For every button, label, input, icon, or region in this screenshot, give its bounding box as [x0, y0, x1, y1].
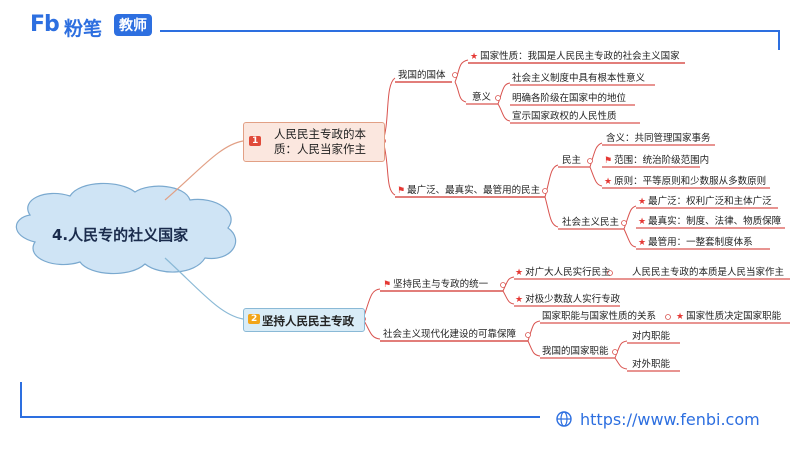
node-yiyi-item-1[interactable]: 社会主义制度中具有根本性意义: [512, 73, 646, 84]
branch-1-node[interactable]: 1 人民民主专政的本 质：人民当家作主: [243, 122, 385, 162]
flag-icon: ⚑: [383, 280, 392, 290]
node-essence[interactable]: 人民民主专政的本质是人民当家作主: [632, 267, 785, 278]
branch-2-label: 坚持人民民主专政: [262, 314, 354, 328]
root-topic[interactable]: 4.人民专的社义国家: [52, 226, 189, 244]
branch-1-label-line1: 人民民主专政的本: [274, 127, 366, 141]
star-icon: ★: [604, 177, 613, 187]
logo-mark: Fb: [30, 12, 60, 37]
node-unity[interactable]: ⚑坚持民主与专政的统一: [383, 279, 489, 290]
node-minzhu-item-2[interactable]: ⚑范围：统治阶级范围内: [604, 155, 710, 166]
footer-url[interactable]: https://www.fenbi.com: [580, 410, 760, 429]
node-yiyi[interactable]: 意义: [472, 92, 492, 103]
logo-badge: 教师: [114, 14, 152, 36]
branch-1-label-line2: 质：人民当家作主: [274, 142, 366, 156]
star-icon: ★: [638, 217, 647, 227]
node-socialist-item-2[interactable]: ★最真实：制度、法律、物质保障: [638, 216, 782, 227]
root-cloud-shape: [15, 182, 237, 275]
node-function-external[interactable]: 对外职能: [632, 359, 671, 370]
star-icon: ★: [638, 238, 647, 248]
node-unity-item-1[interactable]: ★对广大人民实行民主: [515, 267, 611, 278]
node-socialist[interactable]: 社会主义民主: [562, 217, 620, 228]
frame-top-line: [160, 30, 780, 32]
star-icon: ★: [676, 312, 685, 322]
node-minzhu-item-3[interactable]: ★原则：平等原则和少数服从多数原则: [604, 176, 767, 187]
node-guoti[interactable]: 我国的国体: [398, 70, 446, 81]
branch-2-node[interactable]: 2 坚持人民民主专政: [243, 308, 365, 332]
star-icon: ★: [515, 268, 524, 278]
node-functions[interactable]: 我国的国家职能: [542, 346, 609, 357]
node-yiyi-item-2[interactable]: 明确各阶级在国家中的地位: [512, 93, 627, 104]
node-minzhu[interactable]: 民主: [562, 155, 582, 166]
star-icon: ★: [470, 52, 479, 62]
flag-icon: ⚑: [397, 186, 406, 196]
node-relation[interactable]: 国家职能与国家性质的关系: [542, 311, 657, 322]
node-guarantee[interactable]: 社会主义现代化建设的可靠保障: [383, 329, 517, 340]
branch-2-number: 2: [248, 314, 261, 324]
star-icon: ★: [638, 197, 647, 207]
node-nature[interactable]: ★国家性质：我国是人民民主专政的社会主义国家: [470, 51, 680, 62]
node-unity-item-2[interactable]: ★对极少数敌人实行专政: [515, 294, 621, 305]
flag-icon: ⚑: [604, 156, 613, 166]
frame-right-line: [778, 30, 780, 50]
node-democracy[interactable]: ⚑最广泛、最真实、最管用的民主: [397, 185, 541, 196]
node-socialist-item-3[interactable]: ★最管用：一整套制度体系: [638, 237, 753, 248]
node-minzhu-item-1[interactable]: 含义：共同管理国家事务: [606, 133, 711, 144]
node-relation-note[interactable]: ★国家性质决定国家职能: [676, 311, 782, 322]
node-yiyi-item-3[interactable]: 宣示国家政权的人民性质: [512, 111, 617, 122]
logo-text: 粉笔: [64, 18, 103, 40]
frame-bottom-line: [20, 416, 540, 418]
branch-1-number: 1: [249, 136, 262, 146]
node-socialist-item-1[interactable]: ★最广泛：权利广泛和主体广泛: [638, 196, 772, 207]
frame-left-line: [20, 382, 22, 416]
star-icon: ★: [515, 295, 524, 305]
globe-icon: [556, 411, 572, 427]
node-function-internal[interactable]: 对内职能: [632, 331, 671, 342]
